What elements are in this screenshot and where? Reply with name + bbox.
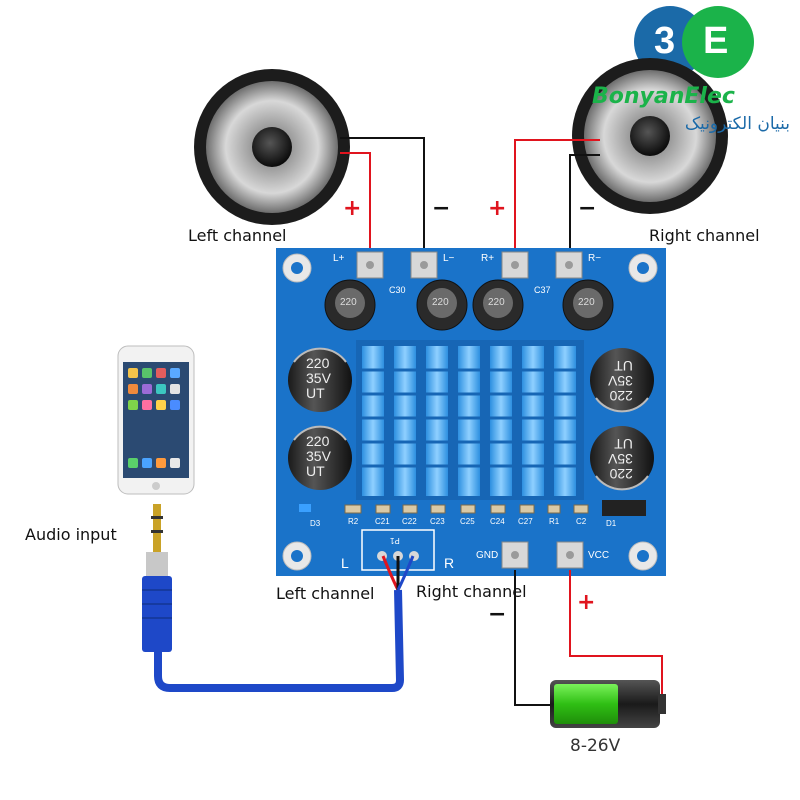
terminal-label-r-minus: R− [588, 253, 602, 264]
led-label: D3 [310, 519, 321, 528]
inductor-mark-2: 220 [432, 297, 449, 308]
right-speaker-label: Right channel [649, 226, 760, 245]
part-label-c24: C24 [490, 517, 505, 526]
gnd-minus-mark: − [488, 602, 507, 627]
vcc-label: VCC [588, 550, 610, 561]
cap-value: 220 [609, 466, 633, 482]
cap-mark: UT [306, 463, 325, 479]
amplifier-board [276, 248, 666, 576]
terminal-label-l-minus: L− [443, 253, 455, 264]
cap-label-c30: C30 [389, 285, 406, 295]
input-r-silk: R [444, 555, 455, 571]
cap-value: 220 [609, 388, 633, 404]
part-label-c23: C23 [430, 517, 445, 526]
cap-voltage: 35V [306, 448, 331, 464]
cap-value: 220 [306, 433, 330, 449]
left-minus-mark: − [432, 196, 451, 221]
part-label-c21: C21 [375, 517, 390, 526]
battery-voltage-label: 8-26V [570, 736, 621, 756]
vcc-plus-mark: + [577, 590, 596, 615]
cap-voltage: 35V [608, 451, 633, 467]
part-label-d1: D1 [606, 519, 617, 528]
cap-text-left-bottom: 220 35V UT [306, 434, 331, 479]
part-label-c22: C22 [402, 517, 417, 526]
terminal-label-r-plus: R+ [481, 253, 495, 264]
input-left-label: Left channel [276, 584, 375, 603]
gnd-label: GND [476, 550, 499, 561]
battery-icon [550, 680, 666, 728]
input-right-label: Right channel [416, 582, 527, 601]
part-label-c2: C2 [576, 517, 587, 526]
cap-voltage: 35V [608, 373, 633, 389]
cap-text-right-top: 220 35V UT [608, 358, 633, 404]
right-plus-mark: + [488, 196, 507, 221]
input-l-silk: L [341, 555, 349, 571]
smartphone-icon [117, 345, 195, 495]
part-label-c25: C25 [460, 517, 475, 526]
audio-input-label: Audio input [25, 525, 117, 544]
right-minus-mark: − [578, 196, 597, 221]
logo-wordmark: BonyanElec [592, 84, 735, 109]
left-plus-mark: + [343, 196, 362, 221]
inductor-mark-1: 220 [340, 297, 357, 308]
part-label-c27: C27 [518, 517, 533, 526]
inductor-mark-4: 220 [578, 297, 595, 308]
left-speaker-label: Left channel [188, 226, 287, 245]
cap-mark: UT [614, 358, 633, 374]
cap-text-right-bottom: 220 35V UT [608, 436, 633, 482]
logo-mark-right: E [703, 20, 729, 62]
cap-text-left-top: 220 35V UT [306, 356, 331, 401]
cap-mark: UT [614, 436, 633, 452]
part-label-r2: R2 [348, 517, 359, 526]
cap-mark: UT [306, 385, 325, 401]
left-speaker-icon [194, 69, 350, 225]
right-speaker-icon [572, 58, 728, 214]
logo-wordmark-fa: بنیان الکترونیک [684, 114, 790, 134]
heatsink-fins [362, 346, 576, 496]
audio-jack-icon [142, 504, 172, 652]
speaker-wires [340, 137, 600, 260]
cap-label-c37: C37 [534, 285, 551, 295]
terminal-label-l-plus: L+ [333, 253, 345, 264]
part-label-r1: R1 [549, 517, 560, 526]
logo-mark-left: 3 [654, 20, 676, 62]
input-ref-silk: P1 [390, 536, 400, 545]
cap-value: 220 [306, 355, 330, 371]
cap-voltage: 35V [306, 370, 331, 386]
inductor-mark-3: 220 [488, 297, 505, 308]
input-cable [154, 555, 415, 692]
